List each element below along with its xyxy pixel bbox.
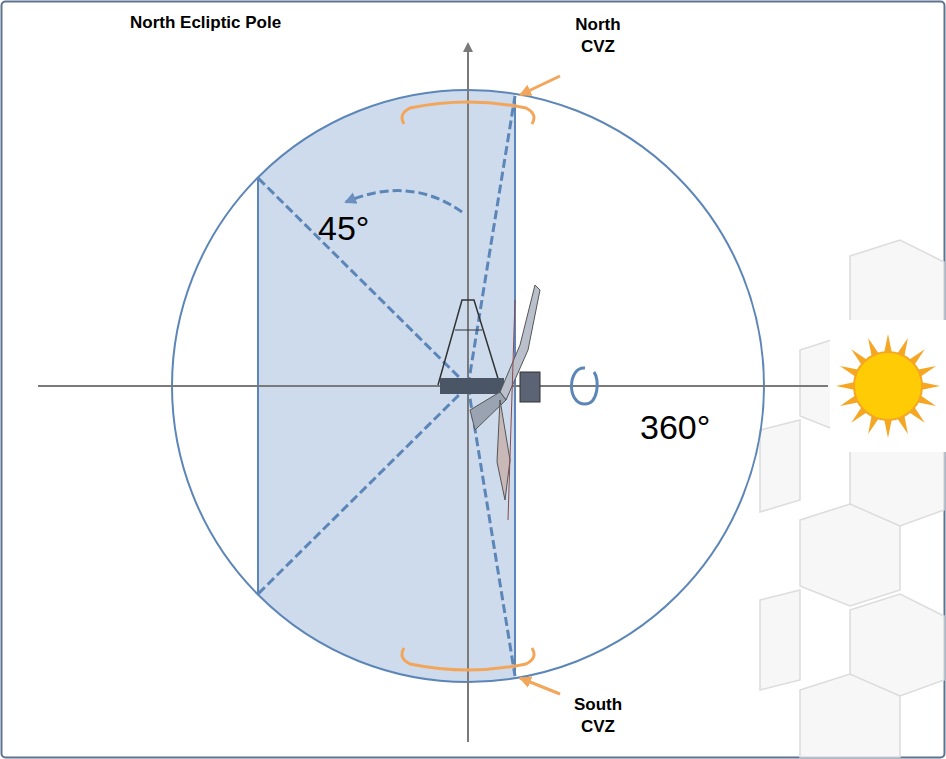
field-of-regard	[258, 80, 515, 700]
rotation-symbol	[571, 368, 597, 404]
pointing-rays	[258, 96, 515, 676]
ecliptic-axis	[38, 385, 828, 387]
rotation-label: 360°	[640, 405, 710, 449]
angle-label: 45°	[318, 206, 369, 250]
cvz-label: South CVZ	[572, 694, 624, 738]
cvz-label: North CVZ	[572, 14, 624, 58]
mirror-hexagons	[760, 240, 944, 757]
cvz-arcs	[402, 76, 560, 694]
axis-label: North Ecliptic Pole	[130, 12, 281, 34]
telescope	[438, 285, 540, 520]
sun-symbol	[830, 320, 946, 452]
